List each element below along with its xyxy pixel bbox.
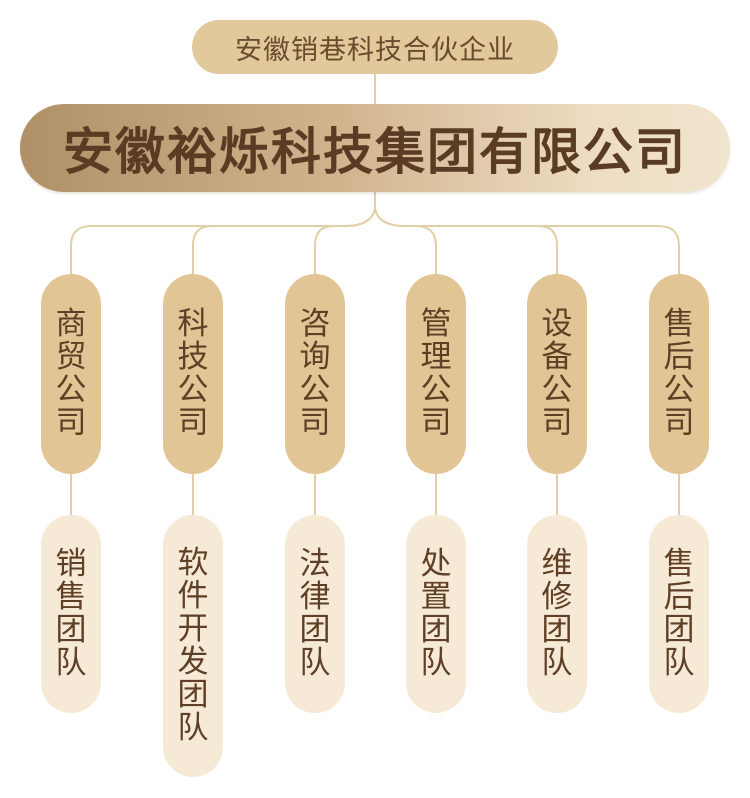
company-name: 管理公司 [420, 306, 452, 441]
company-name: 售后公司 [663, 306, 695, 441]
company-node-equipment: 设备公司 [527, 274, 587, 474]
company-name: 商贸公司 [55, 306, 87, 441]
group-node: 安徽裕烁科技集团有限公司 [20, 104, 730, 192]
group-name: 安徽裕烁科技集团有限公司 [63, 123, 687, 181]
company-node-management: 管理公司 [406, 274, 466, 474]
company-name: 咨询公司 [299, 306, 331, 441]
team-node-after-sales: 售后团队 [649, 515, 709, 713]
team-node-software: 软件开发团队 [163, 515, 223, 777]
team-node-sales: 销售团队 [41, 515, 101, 713]
company-node-tech: 科技公司 [163, 274, 223, 474]
team-name: 售后团队 [663, 546, 695, 681]
alliance-name: 安徽销巷科技合伙企业 [235, 34, 515, 66]
team-name: 处置团队 [420, 546, 452, 681]
team-node-disposal: 处置团队 [406, 515, 466, 713]
team-name: 法律团队 [299, 546, 331, 681]
team-node-maintenance: 维修团队 [527, 515, 587, 713]
company-name: 科技公司 [177, 306, 209, 441]
team-name: 维修团队 [541, 546, 573, 681]
company-node-consulting: 咨询公司 [285, 274, 345, 474]
company-node-trade: 商贸公司 [41, 274, 101, 474]
team-name: 软件开发团队 [177, 545, 209, 746]
company-name: 设备公司 [541, 306, 573, 441]
company-node-after-sales: 售后公司 [649, 274, 709, 474]
team-name: 销售团队 [55, 546, 87, 681]
team-node-legal: 法律团队 [285, 515, 345, 713]
alliance-node: 安徽销巷科技合伙企业 [192, 20, 558, 74]
